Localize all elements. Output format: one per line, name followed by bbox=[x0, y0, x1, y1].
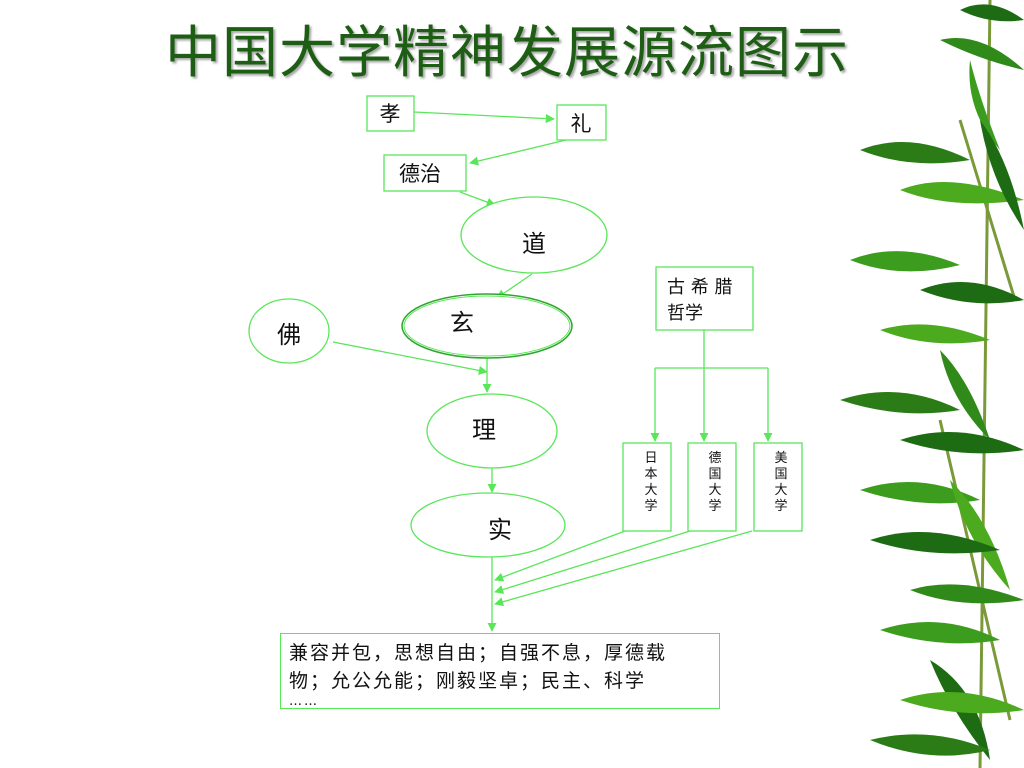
conclusion-box: 兼容并包，思想自由；自强不息，厚德载 物；允公允能；刚毅坚卓；民主、科学 …… bbox=[280, 633, 720, 709]
node-japan-char-1: 日 bbox=[644, 451, 657, 466]
conclusion-line-2: 物；允公允能；刚毅坚卓；民主、科学 bbox=[289, 670, 647, 692]
node-germany-char-1: 德 bbox=[708, 451, 721, 466]
connector-lines bbox=[332, 111, 773, 632]
node-germany-university: 德 国 大 学 bbox=[687, 442, 737, 532]
node-germany-char-2: 国 bbox=[708, 467, 721, 482]
node-japan-char-3: 大 bbox=[644, 483, 657, 498]
arrow-japan-trunk bbox=[494, 530, 626, 582]
arrow-usa-trunk bbox=[494, 530, 753, 607]
arrow-xiao-li bbox=[413, 111, 555, 124]
arrow-li-dezhi bbox=[469, 139, 567, 166]
node-usa-char-3: 大 bbox=[774, 483, 787, 498]
node-xiao-label: 孝 bbox=[380, 102, 401, 126]
conclusion-line-3: …… bbox=[289, 694, 319, 709]
conclusion-line-1: 兼容并包，思想自由；自强不息，厚德载 bbox=[289, 642, 668, 664]
node-li: 礼 bbox=[556, 104, 607, 141]
node-shi: 实 bbox=[410, 492, 566, 558]
node-usa-char-2: 国 bbox=[774, 467, 787, 482]
node-dezhi-label: 德治 bbox=[399, 162, 441, 186]
page-title: 中国大学精神发展源流图示 bbox=[165, 21, 849, 86]
node-usa-char-4: 学 bbox=[774, 498, 787, 514]
node-fo-label: 佛 bbox=[277, 321, 301, 349]
node-dao: 道 bbox=[460, 196, 608, 274]
arrow-dezhi-dao bbox=[459, 191, 496, 207]
node-germany-char-4: 学 bbox=[708, 498, 721, 514]
node-xuan-label: 玄 bbox=[450, 309, 474, 337]
node-xiao: 孝 bbox=[366, 95, 415, 132]
node-li2: 理 bbox=[426, 393, 558, 469]
node-dezhi: 德治 bbox=[383, 154, 467, 192]
arrow-germany-trunk bbox=[494, 530, 691, 594]
node-dao-label: 道 bbox=[522, 230, 546, 258]
arrow-fo-junction bbox=[332, 341, 488, 375]
node-germany-char-3: 大 bbox=[708, 483, 721, 498]
node-shi-label: 实 bbox=[488, 516, 512, 544]
bamboo-leaves-decoration bbox=[840, 0, 1024, 768]
node-usa-char-1: 美 bbox=[774, 451, 787, 466]
node-japan-university: 日 本 大 学 bbox=[622, 442, 672, 532]
bamboo-leaves bbox=[840, 4, 1024, 760]
node-li-label: 礼 bbox=[571, 112, 592, 136]
node-greek-line-1: 古 希 腊 bbox=[667, 277, 732, 298]
node-japan-char-2: 本 bbox=[644, 467, 657, 482]
node-li2-label: 理 bbox=[472, 416, 496, 444]
node-greek-philosophy: 古 希 腊 哲学 bbox=[655, 266, 754, 331]
node-greek-line-2: 哲学 bbox=[667, 303, 703, 324]
node-japan-char-4: 学 bbox=[644, 498, 657, 514]
node-fo: 佛 bbox=[248, 298, 330, 364]
node-xuan: 玄 bbox=[401, 293, 573, 359]
node-usa-university: 美 国 大 学 bbox=[753, 442, 803, 532]
